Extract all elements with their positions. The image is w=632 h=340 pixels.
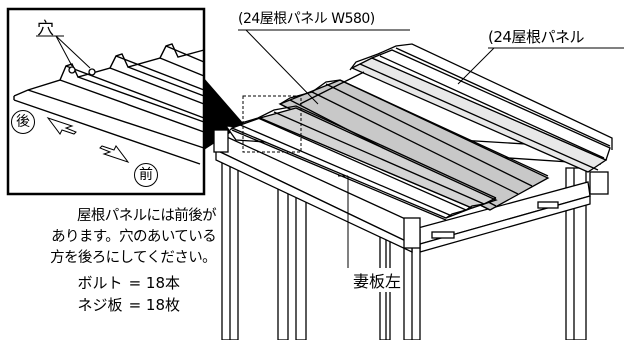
- detail-region-marker: [242, 95, 302, 153]
- roof-panels: [229, 43, 613, 221]
- count-value: = 18枚: [128, 296, 180, 314]
- inset-panel: [13, 43, 205, 165]
- label-roof-panel: (24屋根パネル: [488, 28, 584, 46]
- label-front: 前: [134, 163, 158, 187]
- note-line: 方を後ろにしてください。: [50, 250, 217, 266]
- note-line: 屋根パネルには前後が: [77, 208, 217, 224]
- count-name: ボルト: [77, 274, 123, 292]
- instruction-note: 屋根パネルには前後が あります。穴のあいている 方を後ろにしてください。: [4, 206, 217, 269]
- roof-panel-front: [229, 105, 498, 221]
- label-back: 後: [11, 110, 35, 134]
- shed-structure: [213, 125, 609, 340]
- count-value: = 18本: [128, 274, 180, 292]
- label-roof-panel-w580: (24屋根パネル W580): [238, 11, 375, 27]
- count-name: ネジ板: [77, 296, 123, 314]
- roof-panel-rear: [349, 43, 613, 173]
- leader-lines: [238, 29, 624, 268]
- arrow-front-icon: [99, 145, 130, 163]
- count-row-screw-plate: ネジ板 = 18枚: [60, 294, 180, 316]
- parts-count: ボルト = 18本 ネジ板 = 18枚: [60, 272, 180, 316]
- arrow-back-icon: [46, 117, 77, 135]
- label-hole: 穴: [37, 19, 54, 39]
- count-row-bolt: ボルト = 18本: [60, 272, 180, 294]
- note-line: あります。穴のあいている: [51, 229, 217, 245]
- label-gable-left: 妻板左: [351, 268, 404, 292]
